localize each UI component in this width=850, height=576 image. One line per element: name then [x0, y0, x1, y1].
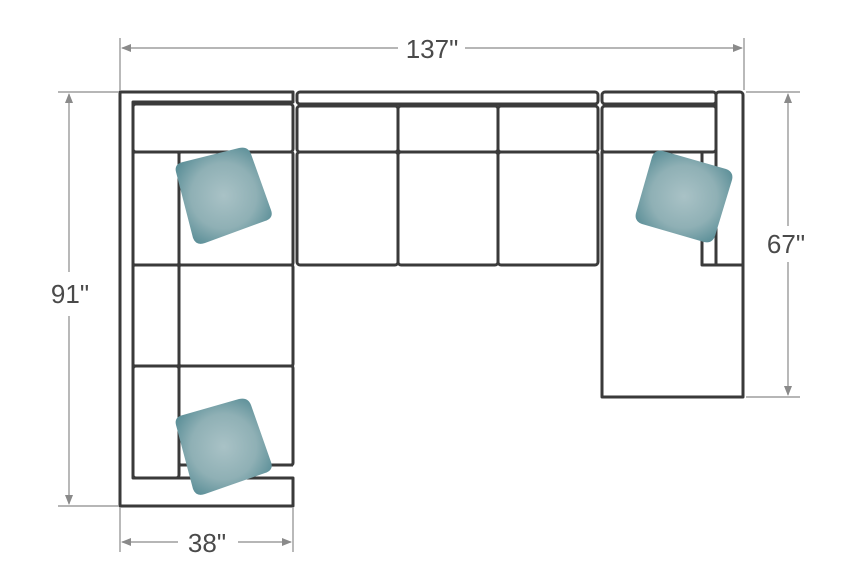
- pillows: [175, 147, 733, 495]
- pillow-top-left: [175, 147, 272, 244]
- pillow-bottom-left: [175, 398, 272, 495]
- dimension-overall-depth: 91": [51, 91, 118, 507]
- overall-width-label: 137": [406, 34, 459, 64]
- middle-seat-1: [295, 150, 400, 267]
- middle-back-3: [496, 104, 600, 154]
- middle-section-top-rail: [295, 90, 600, 106]
- middle-seat-2: [396, 150, 500, 267]
- pillow-top-right: [635, 150, 733, 243]
- left-arm-upper: [131, 150, 181, 267]
- left-arm-lower: [131, 364, 181, 480]
- arm-section-width-label: 38": [188, 528, 226, 558]
- left-section-back: [131, 102, 295, 154]
- dimension-chaise-depth: 67": [746, 91, 805, 398]
- chaise-depth-label: 67": [767, 229, 805, 259]
- left-seat-middle: [177, 263, 295, 368]
- middle-seat-3: [496, 150, 600, 267]
- dimension-arm-section-width: 38": [119, 508, 294, 558]
- middle-back-2: [396, 104, 500, 154]
- overall-depth-label: 91": [51, 279, 89, 309]
- left-arm-middle: [131, 263, 181, 368]
- dimension-overall-width: 137": [119, 34, 745, 90]
- right-section-top-rail: [600, 90, 718, 106]
- middle-back-1: [295, 104, 400, 154]
- right-back: [600, 104, 718, 154]
